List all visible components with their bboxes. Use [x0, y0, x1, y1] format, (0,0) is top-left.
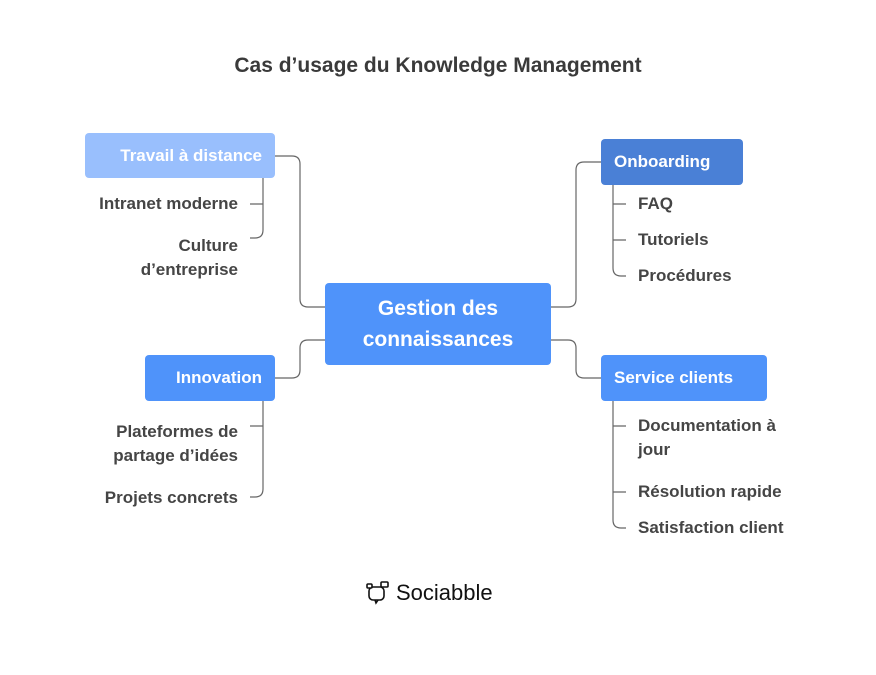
leaf-item: Intranet moderne [99, 194, 238, 213]
logo-text: Sociabble [396, 580, 493, 605]
leaf-item: FAQ [638, 194, 673, 213]
center-node: Gestion des connaissances [325, 283, 551, 365]
branch-travail: Travail à distance [85, 133, 275, 178]
leaf-item: Satisfaction client [638, 518, 784, 537]
leaf-item: Procédures [638, 266, 732, 285]
branch-service-clients: Service clients [601, 355, 767, 401]
leaf-item: Tutoriels [638, 230, 709, 249]
leaf-item: Résolution rapide [638, 482, 782, 501]
leaf-item: Projets concrets [104, 488, 238, 507]
branch-innovation: Innovation [145, 355, 275, 401]
branch-onboarding: Onboarding [601, 139, 743, 185]
leaf-item: Culture d’entreprise [140, 236, 238, 279]
leaf-item: Plateformes de partage d’idées [113, 422, 238, 465]
diagram-title: Cas d’usage du Knowledge Management [234, 54, 642, 77]
sociabble-logo: Sociabble [366, 580, 493, 606]
speech-bubbles-icon [366, 581, 389, 605]
leaf-item: Documentation à jour [638, 416, 776, 459]
